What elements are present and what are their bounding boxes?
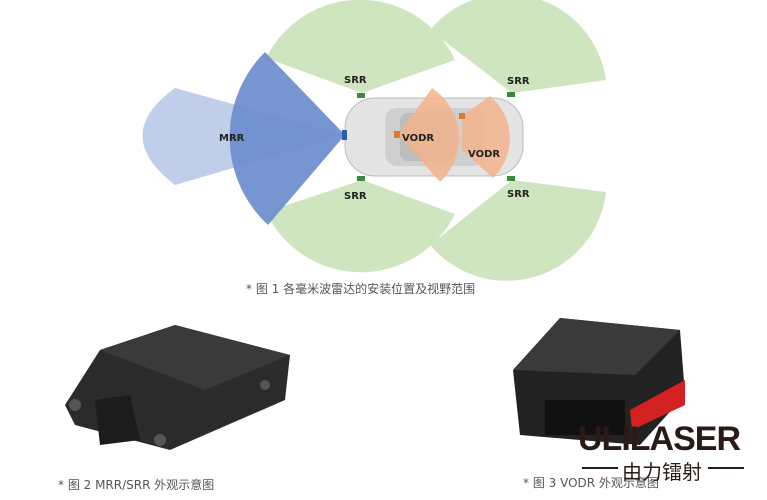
figure-2-caption: * 图 2 MRR/SRR 外观示意图 [58, 478, 215, 492]
srr-zone-bottom-right [430, 180, 606, 281]
label-srr: SRR [344, 75, 367, 86]
watermark-subtitle: 由力镭射 [622, 460, 702, 484]
srr-zone-top-left [266, 0, 455, 93]
label-srr: SRR [507, 189, 530, 200]
mrr-srr-device-image [65, 325, 290, 450]
srr-zone-bottom-left [266, 180, 455, 273]
label-srr: SRR [507, 76, 530, 87]
label-srr: SRR [344, 191, 367, 202]
vodr-zone-front [398, 88, 460, 182]
vodr-zone-rear [462, 96, 510, 178]
vodr-sensor [394, 131, 400, 138]
srr-sensor [357, 93, 365, 98]
label-mrr: MRR [219, 133, 245, 144]
label-vodr: VODR [402, 133, 434, 144]
vodr-sensor [459, 113, 465, 119]
label-vodr: VODR [468, 149, 500, 160]
watermark-line [582, 467, 618, 469]
vodr-device-image [513, 318, 685, 445]
srr-sensor [507, 92, 515, 97]
srr-sensor [357, 176, 365, 181]
mrr-zone [229, 52, 345, 225]
figure-1-caption: * 图 1 各毫米波雷达的安装位置及视野范围 [246, 282, 476, 296]
srr-zone-top-right [430, 0, 606, 93]
watermark-line [708, 467, 744, 469]
figure-3-caption: * 图 3 VODR 外观示意图 [523, 476, 659, 490]
mrr-sensor [342, 130, 347, 140]
srr-sensor [507, 176, 515, 181]
watermark-brand: ULILASER [578, 420, 741, 458]
